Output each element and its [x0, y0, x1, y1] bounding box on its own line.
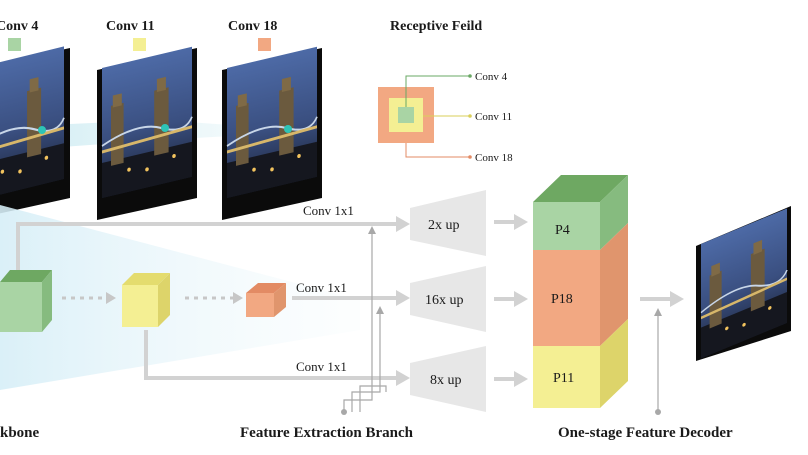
- backbone-title: kbone: [0, 425, 40, 441]
- feature-extraction-title: Feature Extraction Branch: [240, 425, 414, 441]
- conv4-feature-image: [0, 44, 70, 214]
- stack-input-arrows: [494, 220, 516, 381]
- conv11-swatch: [133, 38, 146, 51]
- conv11-feature-image: [97, 45, 197, 220]
- backbone-cube-green: [0, 270, 52, 332]
- conv18-point-marker: [284, 125, 292, 133]
- conv4-point-marker: [38, 126, 46, 134]
- backbone-cube-orange: [246, 283, 286, 317]
- decoder-title: One-stage Feature Decoder: [558, 425, 733, 441]
- thin-feedback-arrowheads: [368, 226, 384, 314]
- conv18-swatch: [258, 38, 271, 51]
- backbone-dotted-arrowheads: [106, 292, 243, 304]
- conv18-feature-image: [222, 45, 322, 220]
- conv4-label: Conv 4: [0, 19, 38, 34]
- upsample-2x-block: [410, 190, 486, 256]
- stack-input-arrowheads: [514, 214, 528, 387]
- conv1x1-middle-label: Conv 1x1: [296, 280, 347, 295]
- backbone-cube-yellow: [122, 273, 170, 327]
- rf-conv18-label: Conv 18: [475, 152, 513, 164]
- decoder-origin-dot: [655, 409, 661, 415]
- upsample-8x-label: 8x up: [430, 373, 462, 388]
- thin-feedback-lines: [343, 232, 387, 412]
- receptive-field-leaders: [405, 74, 472, 159]
- conv1x1-bottom-label: Conv 1x1: [296, 359, 347, 374]
- feedback-origin-dot: [341, 409, 347, 415]
- backbone-wedge: [0, 205, 360, 390]
- output-image: [696, 206, 791, 361]
- upsample-8x-block: [410, 346, 486, 412]
- branch-arrowheads: [396, 216, 410, 386]
- p4-label: P4: [555, 223, 570, 238]
- conv11-point-marker: [161, 124, 169, 132]
- branch-connections: [16, 222, 398, 380]
- decoder-thin-arrowhead: [654, 308, 662, 316]
- output-arrowhead: [670, 291, 684, 307]
- rf-conv11-label: Conv 11: [475, 111, 512, 123]
- conv1x1-top-label: Conv 1x1: [303, 203, 354, 218]
- upsample-16x-label: 16x up: [425, 293, 464, 308]
- feature-stack: [533, 175, 628, 408]
- p11-label: P11: [553, 371, 574, 386]
- conv11-label: Conv 11: [106, 19, 155, 34]
- conv18-label: Conv 18: [228, 19, 277, 34]
- upsample-2x-label: 2x up: [428, 218, 460, 233]
- conv4-swatch: [8, 38, 21, 51]
- rf-conv4-label: Conv 4: [475, 71, 508, 83]
- upsample-16x-block: [410, 266, 486, 332]
- receptive-field-title: Receptive Feild: [390, 19, 482, 34]
- p18-label: P18: [551, 292, 573, 307]
